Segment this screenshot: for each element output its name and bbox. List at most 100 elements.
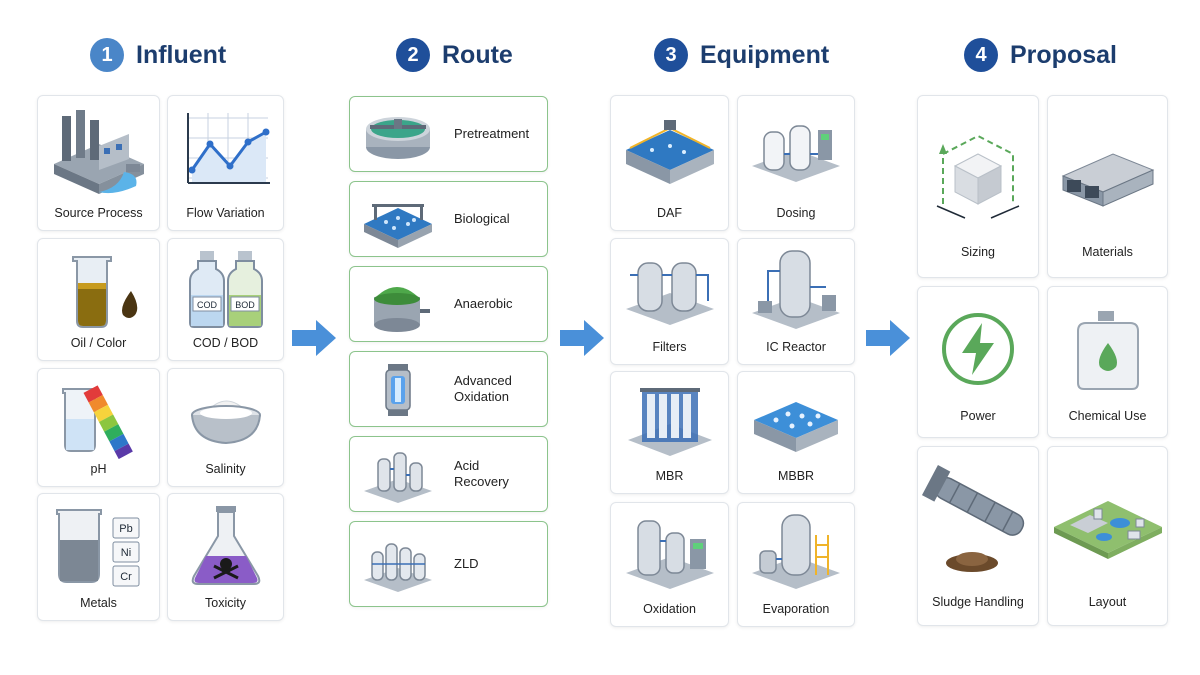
card-label: IC Reactor (766, 340, 826, 354)
oil-beaker-icon (38, 251, 159, 331)
arrow-right-icon (866, 320, 910, 356)
acid-plant-icon (364, 452, 432, 503)
route-card-zld[interactable]: ZLD (349, 521, 548, 607)
metals-beaker-icon: Pb Ni Cr (38, 502, 159, 588)
card-label: Salinity (205, 462, 246, 476)
card-label: Evaporation (762, 602, 830, 616)
influent-card-toxicity[interactable]: Toxicity (167, 493, 284, 621)
route-card-pretreatment[interactable]: Pretreatment (349, 96, 548, 172)
card-label: Oil / Color (70, 336, 127, 350)
column-title-equipment: Equipment (700, 40, 830, 69)
mbbr-tank-icon (738, 386, 854, 462)
route-card-advanced-oxidation[interactable]: Advanced Oxidation (349, 351, 548, 427)
proposal-card-materials[interactable]: Materials (1047, 95, 1168, 278)
card-label: Toxicity (205, 596, 246, 610)
column-title-route: Route (442, 40, 513, 69)
equipment-card-oxidation[interactable]: Oxidation (610, 502, 729, 627)
plant-layout-icon (1048, 479, 1167, 575)
card-label: Oxidation (643, 602, 696, 616)
arrow-right-icon (292, 320, 336, 356)
route-label: ZLD (454, 556, 479, 571)
route-card-acid-recovery[interactable]: Acid Recovery (349, 436, 548, 512)
card-label: Dosing (776, 206, 816, 220)
card-label: Source Process (54, 206, 143, 220)
card-label: pH (90, 462, 107, 476)
uv-reactor-icon (385, 364, 411, 416)
route-label: Acid Recovery (454, 458, 509, 489)
card-label: Metals (80, 596, 117, 610)
power-bolt-icon (918, 309, 1038, 389)
proposal-card-sludge-handling[interactable]: Sludge Handling (917, 446, 1039, 626)
card-label: Chemical Use (1068, 409, 1147, 423)
influent-card-cod-bod[interactable]: COD BOD COD / BOD (167, 238, 284, 361)
tag-bod: BOD (235, 300, 255, 310)
influent-card-ph[interactable]: pH (37, 368, 160, 487)
card-label: Flow Variation (186, 206, 265, 220)
chemical-jug-icon (1048, 307, 1167, 393)
column-title-proposal: Proposal (1010, 40, 1117, 69)
route-card-biological[interactable]: Biological (349, 181, 548, 257)
ph-beaker-icon (38, 379, 159, 459)
oxidation-skid-icon (611, 511, 728, 595)
sample-bottles-icon: COD BOD (168, 247, 283, 331)
proposal-card-power[interactable]: Power (917, 286, 1039, 438)
equipment-card-filters[interactable]: Filters (610, 238, 729, 365)
influent-card-flow-variation[interactable]: Flow Variation (167, 95, 284, 231)
card-label: MBBR (777, 469, 815, 483)
equipment-card-evaporation[interactable]: Evaporation (737, 502, 855, 627)
zld-plant-icon (364, 543, 432, 592)
filter-vessels-icon (611, 251, 728, 331)
sizing-cube-icon (918, 124, 1038, 224)
card-label: Sludge Handling (932, 595, 1024, 609)
route-label: Pretreatment (454, 126, 530, 141)
tag-cod: COD (197, 300, 218, 310)
step-number-3: 3 (654, 38, 688, 72)
daf-unit-icon (611, 110, 728, 192)
equipment-card-mbbr[interactable]: MBBR (737, 371, 855, 494)
route-label: Biological (454, 211, 510, 226)
card-label: DAF (657, 206, 682, 220)
equipment-card-ic-reactor[interactable]: IC Reactor (737, 238, 855, 365)
equipment-card-daf[interactable]: DAF (610, 95, 729, 231)
proposal-card-layout[interactable]: Layout (1047, 446, 1168, 626)
dosing-skid-icon (738, 110, 854, 192)
mbr-module-icon (611, 380, 728, 462)
card-label: MBR (655, 469, 684, 483)
step-number-2: 2 (396, 38, 430, 72)
header-route: 2 Route (396, 38, 513, 72)
proposal-card-sizing[interactable]: Sizing (917, 95, 1039, 278)
proposal-card-chemical-use[interactable]: Chemical Use (1047, 286, 1168, 438)
tag-cr: Cr (120, 571, 132, 583)
arrow-right-icon (560, 320, 604, 356)
card-label: Sizing (960, 245, 996, 259)
card-label: Filters (652, 340, 687, 354)
toxic-flask-icon (168, 502, 283, 588)
ic-reactor-icon (738, 247, 854, 331)
card-label: COD / BOD (192, 336, 259, 350)
column-title-influent: Influent (136, 40, 227, 69)
card-label: Power (960, 409, 996, 423)
header-proposal: 4 Proposal (964, 38, 1117, 72)
route-label: Advanced Oxidation (454, 373, 512, 404)
screw-press-icon (918, 459, 1038, 579)
aeration-tank-icon (364, 204, 432, 248)
digester-icon (374, 287, 430, 332)
line-chart-icon (168, 108, 283, 192)
influent-card-source-process[interactable]: Source Process (37, 95, 160, 231)
tag-ni: Ni (120, 547, 130, 559)
header-equipment: 3 Equipment (654, 38, 829, 72)
card-label: Layout (1088, 595, 1127, 609)
influent-card-metals[interactable]: Pb Ni Cr Metals (37, 493, 160, 621)
route-label: Anaerobic (454, 296, 513, 311)
evaporator-icon (738, 511, 854, 595)
influent-card-salinity[interactable]: Salinity (167, 368, 284, 487)
step-number-1: 1 (90, 38, 124, 72)
route-card-anaerobic[interactable]: Anaerobic (349, 266, 548, 342)
equipment-card-dosing[interactable]: Dosing (737, 95, 855, 231)
influent-card-oil-color[interactable]: Oil / Color (37, 238, 160, 361)
tag-pb: Pb (119, 523, 132, 535)
factory-icon (38, 104, 159, 200)
steel-beams-icon (1048, 136, 1167, 216)
equipment-card-mbr[interactable]: MBR (610, 371, 729, 494)
header-influent: 1 Influent (90, 38, 226, 72)
